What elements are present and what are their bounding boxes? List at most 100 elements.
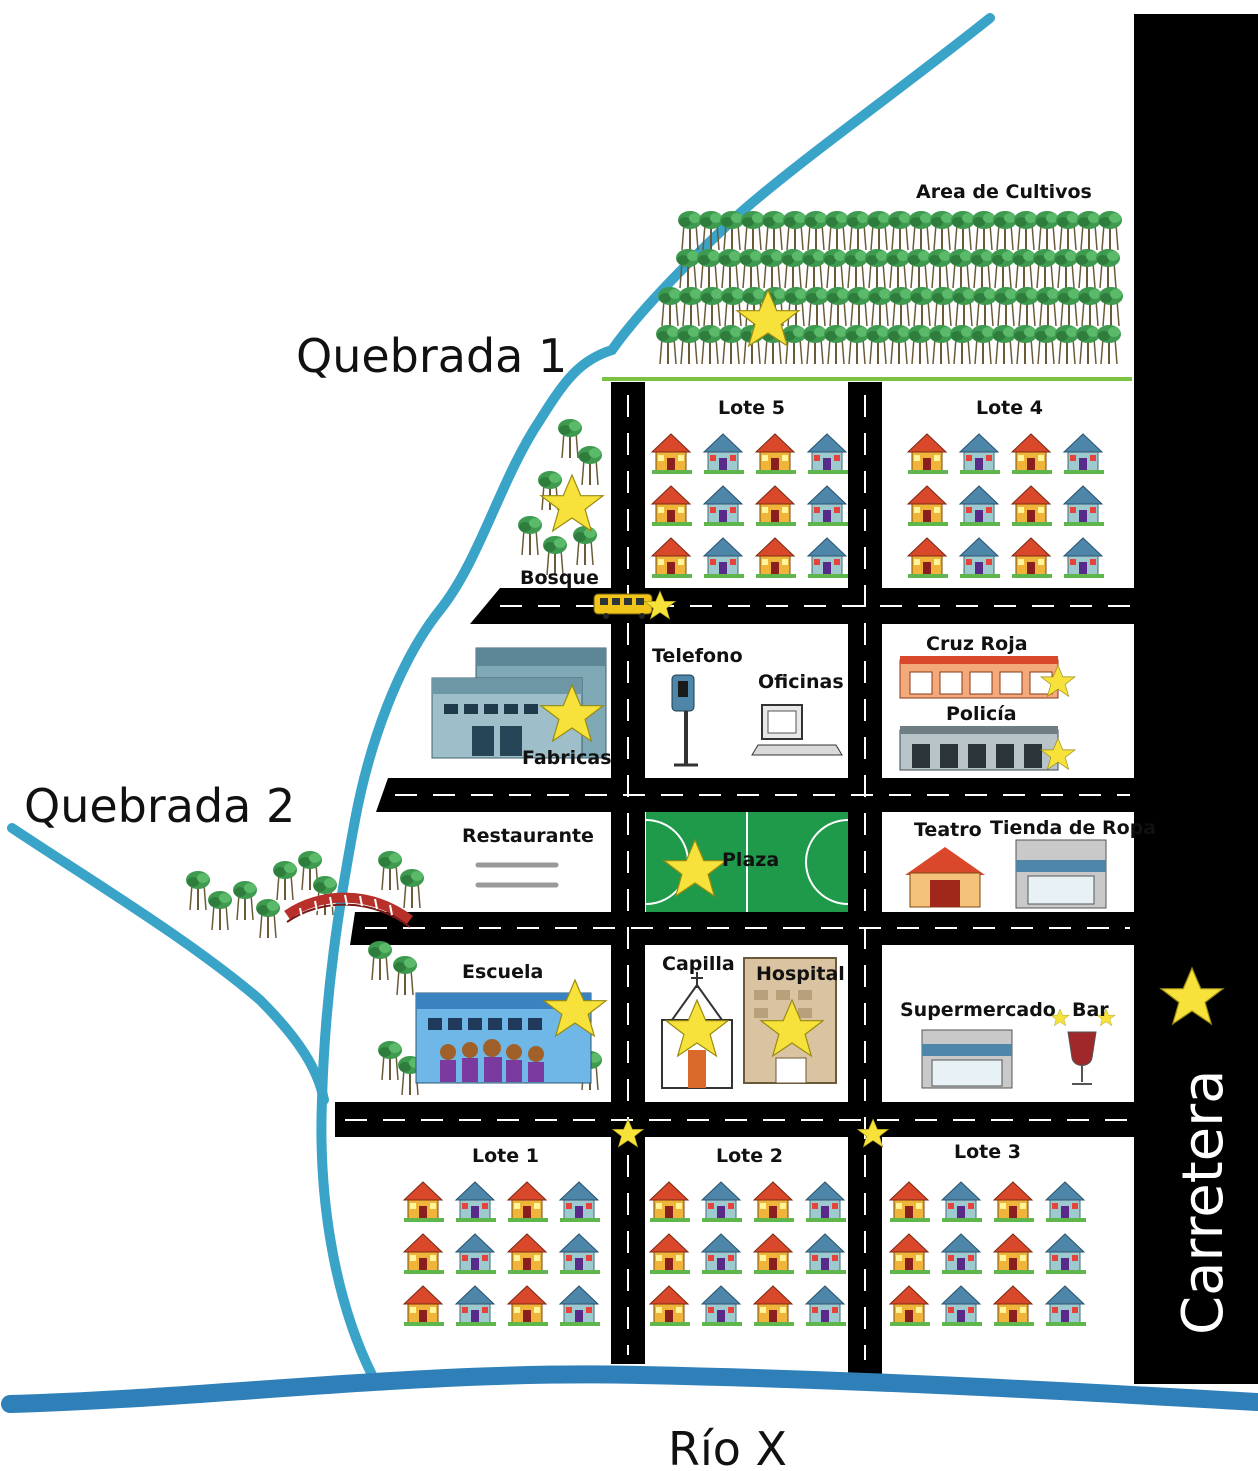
tree-icon bbox=[720, 286, 746, 327]
house-icon bbox=[507, 1285, 549, 1327]
escuela-label: Escuela bbox=[462, 961, 543, 983]
computer-icon bbox=[751, 704, 843, 756]
restaurante-label: Restaurante bbox=[462, 825, 594, 847]
house-icon bbox=[651, 537, 693, 579]
tree-icon bbox=[888, 286, 914, 327]
house-icon bbox=[755, 537, 797, 579]
house-icon bbox=[907, 537, 949, 579]
tree-icon bbox=[907, 324, 933, 365]
telefono-label: Telefono bbox=[652, 645, 743, 667]
quebrada-2-river bbox=[7, 823, 329, 1105]
house-icon bbox=[703, 433, 745, 475]
tree-icon bbox=[864, 248, 890, 289]
tree-icon bbox=[929, 210, 955, 251]
tree-icon bbox=[951, 286, 977, 327]
tree-icon bbox=[928, 324, 954, 365]
lote-3-label: Lote 3 bbox=[954, 1141, 1021, 1163]
house-icon bbox=[701, 1285, 743, 1327]
house-icon bbox=[403, 1285, 445, 1327]
house-icon bbox=[507, 1181, 549, 1223]
red-cross-building bbox=[899, 656, 1059, 699]
tree-icon bbox=[949, 324, 975, 365]
teatro-label: Teatro bbox=[914, 819, 982, 841]
lote-5-label: Lote 5 bbox=[718, 397, 785, 419]
tree-icon bbox=[678, 286, 704, 327]
tree-icon bbox=[906, 248, 932, 289]
tree-icon bbox=[865, 324, 891, 365]
tree-icon bbox=[1074, 248, 1100, 289]
rio-x-label: Río X bbox=[668, 1422, 787, 1471]
tree-icon bbox=[1033, 324, 1059, 365]
house-icon bbox=[959, 433, 1001, 475]
tree-icon bbox=[1075, 324, 1101, 365]
tree-icon bbox=[255, 898, 281, 939]
house-icon bbox=[993, 1181, 1035, 1223]
house-icon bbox=[1063, 485, 1105, 527]
tree-icon bbox=[804, 286, 830, 327]
lote-1-label: Lote 1 bbox=[472, 1145, 539, 1167]
lote-2-label: Lote 2 bbox=[716, 1145, 783, 1167]
tree-icon bbox=[657, 286, 683, 327]
tree-icon bbox=[993, 286, 1019, 327]
tree-icon bbox=[867, 286, 893, 327]
tree-icon bbox=[655, 324, 681, 365]
tree-icon bbox=[970, 324, 996, 365]
house-icon bbox=[941, 1233, 983, 1275]
house-icon bbox=[755, 485, 797, 527]
plaza-label: Plaza bbox=[722, 849, 779, 871]
crop-area bbox=[602, 210, 1132, 381]
tree-icon bbox=[1013, 210, 1039, 251]
hospital-label: Hospital bbox=[756, 963, 845, 985]
tree-icon bbox=[1053, 248, 1079, 289]
house-icon bbox=[507, 1233, 549, 1275]
house-icon bbox=[889, 1285, 931, 1327]
house-icon bbox=[651, 433, 693, 475]
tree-icon bbox=[844, 324, 870, 365]
tree-icon bbox=[392, 955, 418, 996]
tree-icon bbox=[1077, 286, 1103, 327]
bridge-icon bbox=[284, 892, 413, 928]
tree-icon bbox=[377, 850, 403, 891]
policia-label: Policía bbox=[946, 703, 1017, 725]
house-icon bbox=[701, 1181, 743, 1223]
tree-icon bbox=[1012, 324, 1038, 365]
house-icon bbox=[703, 537, 745, 579]
bosque-label: Bosque bbox=[520, 567, 599, 589]
house-icon bbox=[807, 485, 849, 527]
house-icon bbox=[1045, 1233, 1087, 1275]
tree-icon bbox=[1035, 286, 1061, 327]
house-icon bbox=[753, 1285, 795, 1327]
clothing-store-building bbox=[1015, 839, 1107, 909]
supermarket-building bbox=[921, 1029, 1013, 1089]
house-icon bbox=[1011, 433, 1053, 475]
tree-icon bbox=[577, 445, 603, 486]
tree-icon bbox=[1056, 286, 1082, 327]
fabricas-label: Fabricas bbox=[522, 747, 612, 769]
tree-icon bbox=[824, 210, 850, 251]
tree-icon bbox=[572, 525, 598, 566]
house-icon bbox=[1011, 485, 1053, 527]
house-icon bbox=[907, 485, 949, 527]
tree-icon bbox=[696, 248, 722, 289]
tree-icon bbox=[971, 210, 997, 251]
tree-icon bbox=[780, 248, 806, 289]
house-icon bbox=[889, 1233, 931, 1275]
tree-icon bbox=[1055, 210, 1081, 251]
house-icon bbox=[993, 1233, 1035, 1275]
cruz-roja-label: Cruz Roja bbox=[926, 633, 1028, 655]
tree-icon bbox=[207, 890, 233, 931]
house-icon bbox=[807, 433, 849, 475]
tree-icon bbox=[801, 248, 827, 289]
house-icon bbox=[805, 1285, 847, 1327]
house-icon bbox=[559, 1285, 601, 1327]
tree-icon bbox=[699, 286, 725, 327]
tree-icon bbox=[185, 870, 211, 911]
house-icon bbox=[959, 537, 1001, 579]
tree-icon bbox=[697, 324, 723, 365]
tree-icon bbox=[908, 210, 934, 251]
house-icon bbox=[807, 537, 849, 579]
tree-icon bbox=[759, 248, 785, 289]
house-icon bbox=[1045, 1181, 1087, 1223]
tree-icon bbox=[822, 248, 848, 289]
house-icon bbox=[889, 1181, 931, 1223]
